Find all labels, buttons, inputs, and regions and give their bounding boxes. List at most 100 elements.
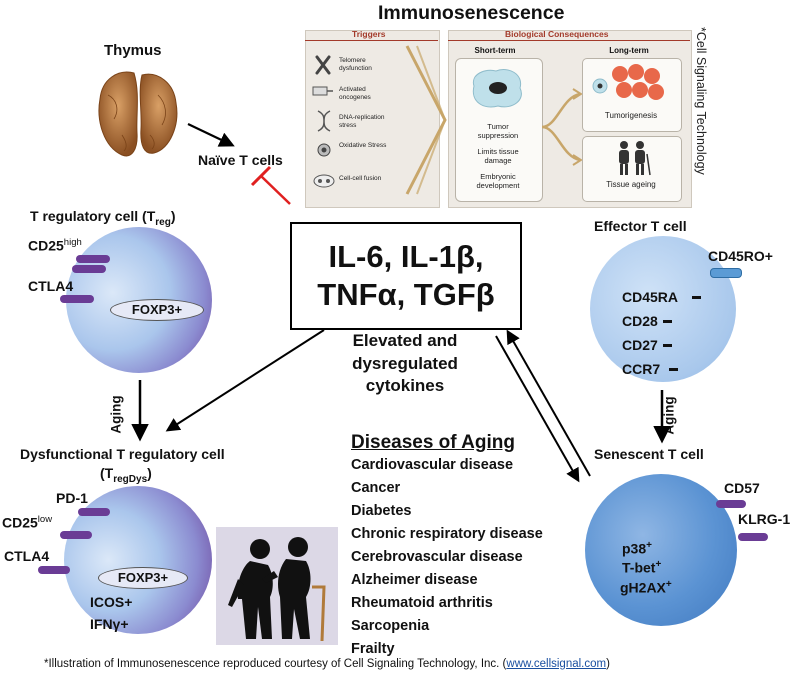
- senescent-cd57-label: CD57: [724, 480, 760, 496]
- triggers-header: Triggers: [352, 29, 386, 39]
- trigger-oncogenes: Activated oncogenes: [339, 86, 371, 101]
- chevron-right-icon: [405, 45, 447, 195]
- dys-treg-subtitle: (TregDys): [100, 465, 152, 485]
- cytokines-to-senescent-arrow: [495, 335, 580, 483]
- senescent-cell-icon: [472, 69, 522, 108]
- disease-item: Frailty: [351, 641, 395, 657]
- disease-item: Sarcopenia: [351, 618, 430, 634]
- long-term-tissue-ageing: Tissue ageing: [606, 180, 656, 189]
- plus-sup: +: [646, 540, 652, 551]
- long-term-tumorigenesis: Tumorigenesis: [604, 111, 658, 120]
- effector-cd45ro-marker: [710, 268, 742, 278]
- diseases-title: Diseases of Aging: [351, 432, 516, 453]
- cytokine-caption-line-3: cytokines: [365, 376, 445, 395]
- cytokines-line-1: IL-6, IL-1β,: [328, 239, 484, 274]
- footnote-text: *Illustration of Immunosenescence reprod…: [44, 658, 507, 670]
- trigger-fusion: Cell-cell fusion: [339, 175, 382, 182]
- treg-foxp3-nucleus: FOXP3+: [110, 299, 204, 321]
- treg-title-sub: reg: [155, 216, 171, 228]
- oncogene-icon: [312, 86, 333, 96]
- effector-cd27-label: CD27: [622, 337, 658, 353]
- senescent-gh2ax-text: gH2AX: [620, 579, 666, 596]
- negative-sign: [663, 320, 672, 323]
- cytokines-box: IL-6, IL-1β, TNFα, TGFβ: [290, 222, 522, 330]
- tissue-ageing-box: [582, 136, 682, 202]
- elderly-couple-silhouette-icon: [228, 537, 326, 642]
- senescent-cell: [585, 474, 737, 626]
- senescent-cd57-marker: [716, 500, 746, 508]
- cytokines-line-2: TNFα, TGFβ: [317, 277, 495, 312]
- short-term-box: [455, 58, 543, 202]
- dys-ctla4-marker: [38, 566, 70, 574]
- treg-cd25-marker: [72, 265, 106, 273]
- dna-icon: [317, 110, 331, 132]
- cytokine-caption-line-1: Elevated and: [352, 331, 458, 350]
- dys-treg-title: Dysfunctional T regulatory cell: [20, 446, 225, 462]
- treg-cd25-label: CD25high: [28, 237, 82, 254]
- naive-t-cells-label: Naïve T cells: [198, 152, 283, 168]
- senescent-tbet-label: T-bet+: [622, 559, 661, 576]
- dys-sub: regDys: [113, 473, 148, 485]
- dys-ctla4-label: CTLA4: [4, 548, 50, 564]
- panel-divider: [305, 40, 438, 41]
- disease-item: Cerebrovascular disease: [351, 549, 523, 565]
- senescent-to-cytokines-arrow: [506, 329, 591, 477]
- cell-fusion-icon: [313, 174, 335, 188]
- short-term-label: Short-term: [474, 46, 516, 55]
- negative-sign: [692, 296, 701, 299]
- senescent-p38-label: p38+: [622, 540, 652, 557]
- effector-cd45ra-label: CD45RA: [622, 289, 679, 305]
- footnote-link[interactable]: www.cellsignal.com: [506, 658, 607, 670]
- trigger-oxidative: Oxidative Stress: [339, 142, 387, 149]
- oxidative-stress-icon: [317, 143, 331, 157]
- senescent-title: Senescent T cell: [594, 446, 704, 462]
- inhibition-bar: [250, 165, 272, 187]
- effector-cd45ro-label: CD45RO+: [708, 248, 773, 264]
- short-term-tumor-suppression: Tumor suppression: [477, 122, 519, 140]
- dys-icos-label: ICOS+: [90, 594, 133, 610]
- treg-title-end: ): [170, 208, 176, 224]
- thymus-icon: [98, 71, 178, 157]
- dys-ifng-label: IFNγ+: [90, 616, 129, 632]
- effector-title: Effector T cell: [594, 218, 687, 234]
- cytokines-to-dys-arrow: [165, 329, 325, 432]
- thymus-label: Thymus: [104, 42, 162, 59]
- disease-item: Rheumatoid arthritis: [351, 595, 493, 611]
- chromosome-icon: [315, 55, 331, 75]
- effector-ccr7-label: CCR7: [622, 361, 661, 377]
- trigger-telomere: Telomere dysfunction: [339, 57, 372, 72]
- thymus-to-naive-arrow: [187, 123, 235, 147]
- diagram-title: Immunosenescence: [378, 2, 565, 24]
- senescent-gh2ax-label: gH2AX+: [620, 579, 672, 596]
- treg-cd25-marker: [76, 255, 110, 263]
- disease-item: Chronic respiratory disease: [351, 526, 543, 542]
- short-term-limits-damage: Limits tissue damage: [477, 147, 519, 165]
- treg-ctla4-label: CTLA4: [28, 278, 74, 294]
- elderly-couple-icon: [619, 141, 651, 176]
- inhibition-line: [260, 175, 291, 205]
- footnote: *Illustration of Immunosenescence reprod…: [44, 658, 610, 670]
- treg-title: T regulatory cell (Treg): [30, 208, 175, 228]
- dys-sub-close: ): [147, 465, 152, 481]
- senescent-klrg1-label: KLRG-1: [738, 511, 791, 527]
- senescent-p38-text: p38: [622, 540, 647, 557]
- negative-sign: [669, 368, 678, 371]
- cytokine-caption-line-2: dysregulated: [352, 353, 458, 373]
- dys-sub-open: (T: [100, 465, 114, 481]
- plus-sup: +: [655, 559, 662, 570]
- dys-foxp3-nucleus: FOXP3+: [98, 567, 188, 589]
- footnote-close: ): [606, 658, 610, 670]
- effector-cell: [590, 236, 736, 382]
- trigger-dna-stress: DNA-replication stress: [339, 114, 385, 129]
- treg-ctla4-marker: [60, 295, 94, 303]
- dys-cd25-label: CD25low: [2, 514, 52, 531]
- panel-divider: [448, 40, 690, 41]
- long-term-label: Long-term: [609, 46, 649, 55]
- treg-title-text: T regulatory cell (T: [30, 208, 156, 224]
- treg-cd25-sup: high: [63, 237, 82, 248]
- tumor-cells-icon: [592, 64, 664, 100]
- effector-cd28-label: CD28: [622, 313, 658, 329]
- treg-cd25-text: CD25: [28, 237, 64, 254]
- senescent-tbet-text: T-bet: [622, 559, 656, 576]
